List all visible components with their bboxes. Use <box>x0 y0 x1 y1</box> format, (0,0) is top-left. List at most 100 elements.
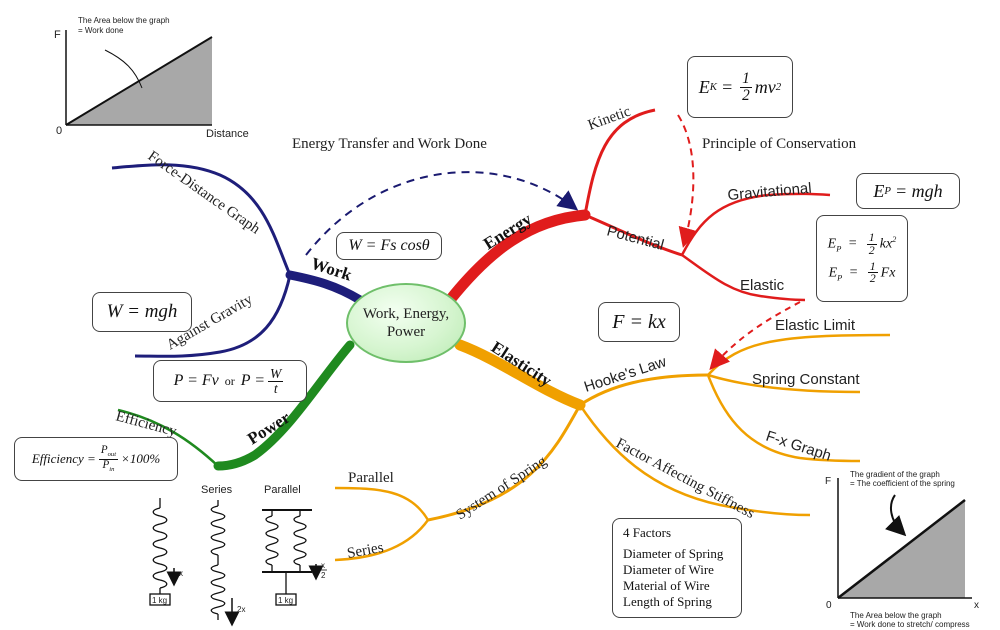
power-fv: P = Fv <box>173 372 219 389</box>
eff-lhs: Efficiency = <box>31 451 96 466</box>
ep-rhs: = mgh <box>894 180 943 201</box>
factor-item: Length of Spring <box>623 594 712 609</box>
power-subbranch-efficiency <box>117 408 219 467</box>
series-label: Series <box>346 540 385 562</box>
elastic-limit-dashed-arrow <box>709 301 801 371</box>
formula-hooke-box: F = kx <box>598 302 680 342</box>
formula-gravity-text: W = mgh <box>106 301 178 322</box>
center-topic-line1: Work, Energy, <box>362 306 450 322</box>
spring-fx-graph: F x 0 The gradient of the graph = The co… <box>825 470 979 629</box>
fx-graph-label: F-x Graph <box>764 428 833 465</box>
factor-stiffness-label: Factor Affecting Stiffness <box>613 435 757 522</box>
eff-fraction: Pout Pin <box>98 443 119 473</box>
ek-rhs: mv <box>754 76 776 97</box>
energy-subbranch-kinetic <box>583 108 656 216</box>
elasticity-subbranch-spring-constant <box>707 373 861 394</box>
spring-area-note-1: The Area below the graph <box>850 611 942 620</box>
conservation-dashed-arrow <box>677 114 698 248</box>
kinetic-label: Kinetic <box>586 104 633 134</box>
energy-transfer-dashed-arrow <box>305 171 579 256</box>
formula-gravity-box: W = mgh <box>92 292 192 332</box>
factor-item: Diameter of Wire <box>623 562 714 577</box>
ek-sub: K <box>709 81 717 93</box>
ek-eq: = <box>720 76 734 97</box>
spring-area-note-2: = Work done to stretch/ compress <box>850 620 970 629</box>
parallel-spring-ext-den: 2 <box>321 571 326 580</box>
energy-subbranch-gravitational <box>680 192 831 256</box>
spring-graph-origin: 0 <box>826 600 832 611</box>
system-of-spring-label: System of Spring <box>453 453 549 523</box>
energy-transfer-label: Energy Transfer and Work Done <box>292 136 487 152</box>
elasticity-subbranch-hookes <box>579 373 709 407</box>
factors-title: 4 Factors <box>623 525 672 540</box>
parallel-spring-title: Parallel <box>264 484 301 496</box>
power-main-branch <box>213 340 355 471</box>
ep-sub: P <box>884 185 891 197</box>
formula-work-text: W = Fs cosθ <box>348 237 430 254</box>
system-subbranch-parallel <box>334 486 430 521</box>
series-spring-extension: 2x <box>237 605 245 614</box>
elasticity-subbranch-system <box>427 404 582 522</box>
gravitational-label: Gravitational <box>727 180 812 204</box>
parallel-spring-mass: 1 kg <box>278 596 293 605</box>
elasticity-subbranch-elastic-limit <box>707 333 891 376</box>
elasticity-subbranch-stiffness <box>578 404 811 517</box>
power-or: or <box>224 373 235 388</box>
parallel-spring-drawing <box>262 509 324 606</box>
factor-item: Diameter of Spring <box>623 546 724 561</box>
spring-graph-x-label: x <box>974 600 979 611</box>
work-graph-x-label: Distance <box>206 128 249 140</box>
formula-work-box: W = Fs cosθ <box>336 232 442 260</box>
work-subbranch-force-distance <box>111 163 292 276</box>
energy-subbranch-potential <box>584 213 683 257</box>
center-topic-node: Work, Energy, Power <box>346 283 466 363</box>
elasticity-main-branch <box>454 339 586 411</box>
energy-main-branch <box>444 209 591 306</box>
elasticity-subbranch-fx-graph <box>706 374 861 463</box>
eff-rhs: ×100% <box>121 451 161 466</box>
ep-lhs: E <box>873 180 885 201</box>
series-spring-title: Series <box>201 484 233 496</box>
elastic-label: Elastic <box>740 277 785 294</box>
work-graph-origin: 0 <box>56 125 62 137</box>
series-spring-drawing <box>210 500 240 627</box>
work-subbranch-gravity <box>134 274 292 358</box>
formula-hooke-text: F = kx <box>612 310 666 333</box>
work-area-graph: F Distance 0 The Area below the graph = … <box>54 16 249 140</box>
center-topic-line2: Power <box>386 324 426 340</box>
system-subbranch-series <box>334 519 430 562</box>
elastic-limit-label: Elastic Limit <box>775 317 856 334</box>
spring-gradient-note-2: = The coefficient of the spring <box>850 479 955 488</box>
energy-subbranch-elastic <box>681 253 806 302</box>
power-lhs: P = <box>240 372 266 389</box>
single-spring-extension: x <box>179 569 183 578</box>
factor-item: Material of Wire <box>623 578 710 593</box>
efficiency-label: Efficiency <box>114 408 179 440</box>
hookes-law-label: Hooke's Law <box>582 353 669 396</box>
stiffness-factors-box: 4 Factors Diameter of Spring Diameter of… <box>612 518 742 618</box>
ek-lhs: E <box>698 76 710 97</box>
work-graph-y-label: F <box>54 29 61 41</box>
ek-pow: 2 <box>775 81 782 93</box>
formula-efficiency-box: Efficiency = Pout Pin ×100% <box>14 437 178 481</box>
spring-graph-y-label: F <box>825 476 831 487</box>
single-spring-mass: 1 kg <box>152 596 167 605</box>
potential-label: Potential <box>605 222 666 254</box>
spring-constant-label: Spring Constant <box>752 371 860 388</box>
parallel-spring-ext-num: x <box>321 561 325 570</box>
work-main-branch <box>285 270 365 305</box>
work-graph-note-2: = Work done <box>78 26 124 35</box>
work-graph-note-1: The Area below the graph <box>78 16 170 25</box>
spring-gradient-note-1: The gradient of the graph <box>850 470 940 479</box>
conservation-label: Principle of Conservation <box>702 136 857 152</box>
parallel-label: Parallel <box>348 470 394 486</box>
single-spring-drawing <box>149 498 182 606</box>
